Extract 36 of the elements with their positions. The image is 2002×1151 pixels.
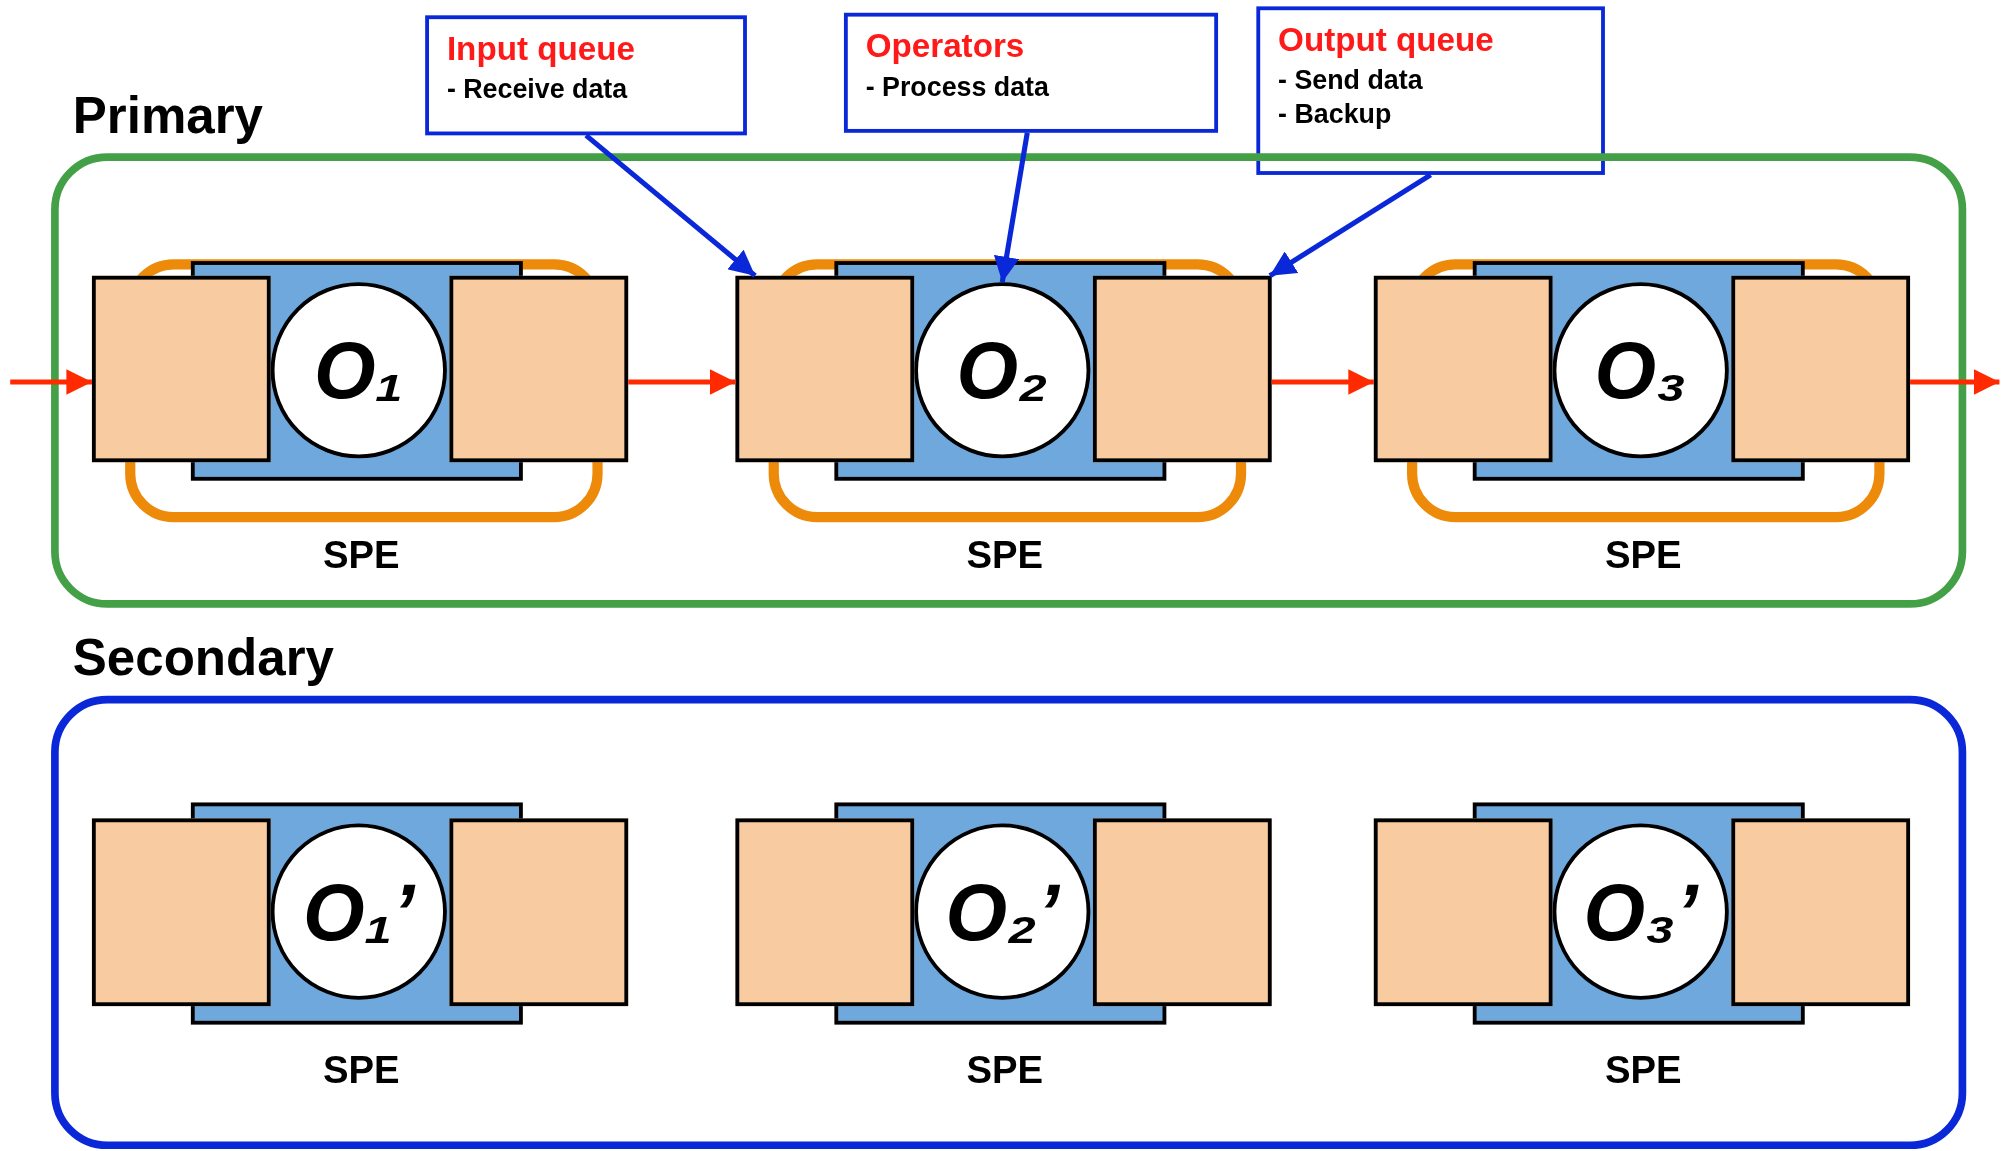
group-title: Primary bbox=[72, 86, 263, 145]
callout-box bbox=[1256, 6, 1605, 175]
queue-box bbox=[735, 818, 915, 1007]
queue-box bbox=[1373, 818, 1553, 1007]
arrow bbox=[1910, 369, 2000, 395]
arrow bbox=[584, 133, 757, 278]
arrow bbox=[1268, 172, 1432, 278]
queue-box bbox=[449, 275, 629, 463]
queue-box bbox=[1092, 275, 1272, 463]
callout-text: - Send data bbox=[1278, 65, 1424, 96]
spe-label: SPE bbox=[1604, 1048, 1682, 1092]
spe-label: SPE bbox=[966, 533, 1044, 578]
callout-text: - Backup bbox=[1278, 98, 1393, 129]
callout-title: Output queue bbox=[1278, 20, 1495, 60]
queue-box bbox=[735, 275, 915, 463]
callout-title: Input queue bbox=[446, 29, 636, 69]
arrow bbox=[628, 369, 736, 395]
arrow bbox=[1271, 369, 1374, 395]
callout-text: - Process data bbox=[865, 71, 1050, 103]
queue-box bbox=[1373, 275, 1553, 463]
spe-label: SPE bbox=[323, 1048, 400, 1092]
queue-box bbox=[91, 818, 271, 1007]
queue-box bbox=[91, 275, 271, 463]
callout-box bbox=[425, 15, 747, 136]
queue-box bbox=[449, 818, 629, 1007]
group-title: Secondary bbox=[72, 629, 334, 687]
spe-label: SPE bbox=[966, 1048, 1044, 1092]
callout-box bbox=[843, 12, 1219, 133]
callout-title: Operators bbox=[865, 26, 1026, 67]
spe-label: SPE bbox=[1604, 533, 1682, 578]
arrow bbox=[10, 369, 92, 395]
spe-label: SPE bbox=[323, 533, 400, 578]
callout-text: - Receive data bbox=[446, 74, 629, 105]
queue-box bbox=[1092, 818, 1272, 1007]
queue-box bbox=[1731, 818, 1911, 1007]
queue-box bbox=[1731, 275, 1911, 463]
